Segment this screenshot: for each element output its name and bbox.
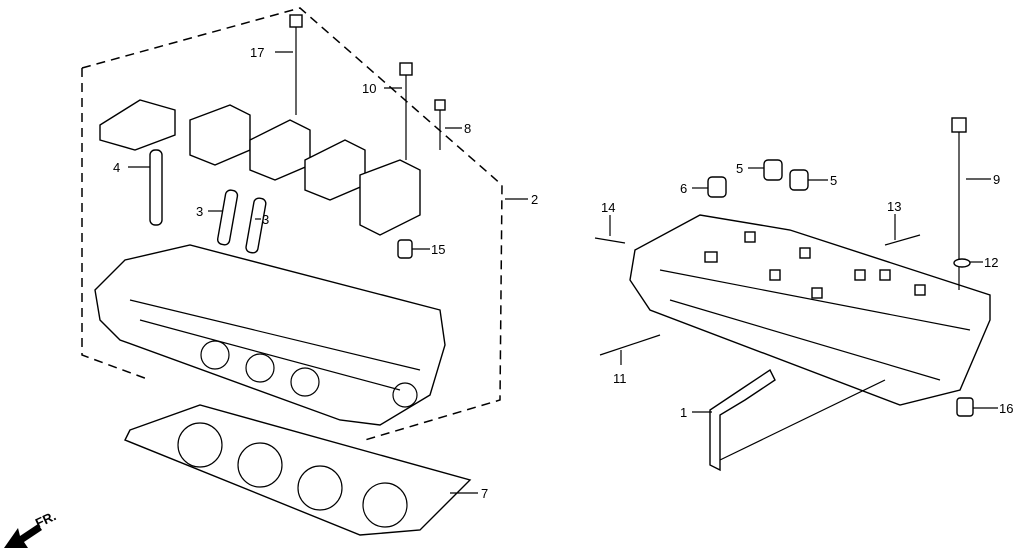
callout-6: 6 [680, 181, 687, 196]
callout-5b: 5 [830, 173, 837, 188]
leader-lines [128, 51, 998, 494]
callout-5a: 5 [736, 161, 743, 176]
callout-1: 1 [680, 405, 687, 420]
callout-13: 13 [887, 199, 901, 214]
front-arrow-icon [4, 524, 42, 548]
camshaft-holders [99, 99, 421, 236]
callout-15: 15 [431, 242, 445, 257]
head-gasket [124, 404, 472, 536]
callout-12: 12 [984, 255, 998, 270]
callout-17: 17 [250, 45, 264, 60]
bolt-8 [434, 99, 446, 150]
callout-7: 7 [481, 486, 488, 501]
bolt-17 [289, 14, 303, 115]
valve-guide-3a [216, 189, 239, 246]
washer-12 [953, 258, 971, 268]
bracket-1 [709, 368, 776, 472]
valve-guide-4 [149, 149, 163, 226]
seal-cap-6 [707, 176, 727, 198]
cylinder-head-left [94, 244, 446, 426]
callout-3b: 3 [262, 212, 269, 227]
dowel-16 [956, 397, 974, 417]
rocker-nuts [704, 231, 926, 299]
bolt-10 [399, 62, 413, 160]
front-marker-label: FR. [33, 508, 58, 530]
callout-11: 11 [613, 371, 627, 386]
callout-4: 4 [113, 160, 120, 175]
seal-cap-5a [763, 159, 783, 181]
stud-11 [599, 334, 661, 356]
callout-3a: 3 [196, 204, 203, 219]
seal-cap-5b [789, 169, 809, 191]
cylinder-head-right [629, 214, 991, 406]
callout-9: 9 [993, 172, 1000, 187]
valve-guide-3b [245, 197, 267, 254]
callout-14: 14 [601, 200, 615, 215]
dowel-15 [397, 239, 413, 259]
callout-8: 8 [464, 121, 471, 136]
callout-10: 10 [362, 81, 376, 96]
stud-14 [594, 237, 626, 244]
callout-16: 16 [999, 401, 1013, 416]
stud-13 [884, 234, 921, 246]
callout-2: 2 [531, 192, 538, 207]
assembly-boundary [81, 7, 503, 441]
